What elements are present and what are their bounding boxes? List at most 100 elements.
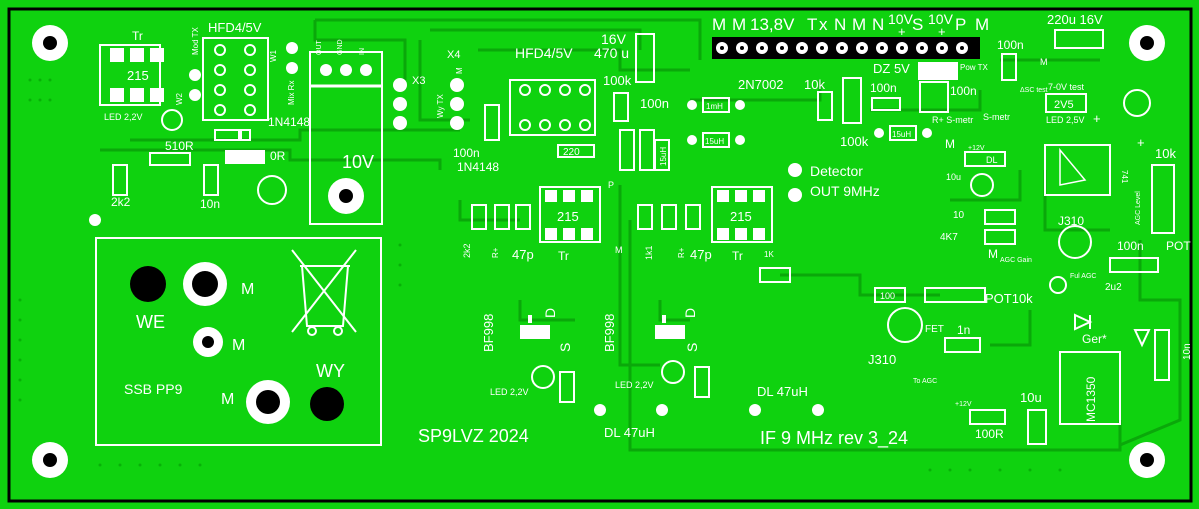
label-plus-b: + xyxy=(1137,135,1145,150)
label-bf998-a: BF998 xyxy=(481,314,496,352)
inductor-15uh-c xyxy=(874,125,932,141)
label-215-a: 215 xyxy=(557,209,579,224)
jack-we xyxy=(130,266,166,302)
label-510r: 510R xyxy=(165,139,194,153)
jack-m3-hole xyxy=(256,390,280,414)
label-7-0v-test: 7-0V test xyxy=(1048,82,1085,92)
transformer-left xyxy=(99,44,164,106)
label-agc-gain: AGC Gain xyxy=(1000,257,1032,264)
smd-10n-right xyxy=(1154,329,1170,381)
label-mc1350: MC1350 xyxy=(1084,376,1098,422)
pins-mod-tx xyxy=(189,42,298,101)
label-100n-a: 100n xyxy=(640,96,669,111)
label-mod-tx: Mod TX xyxy=(191,26,200,55)
label-100r: 100R xyxy=(975,427,1004,441)
diode-pair xyxy=(1074,313,1151,348)
label-10n-left: 10n xyxy=(200,197,220,211)
board-subtitle: IF 9 MHz rev 3_24 xyxy=(760,428,908,449)
label-dl-a: DL xyxy=(986,155,998,165)
label-dl47-a: DL 47uH xyxy=(757,384,808,399)
smd-100r xyxy=(969,409,1006,425)
label-led-left: LED 2,2V xyxy=(104,112,143,122)
label-detector: Detector xyxy=(810,163,863,179)
label-d-b: D xyxy=(682,308,698,318)
label-wy: WY xyxy=(316,361,345,381)
pad-dl-a-left xyxy=(594,404,606,416)
pad-dl-b-right xyxy=(812,404,824,416)
opamp-symbol xyxy=(1059,147,1087,186)
label-15uh-c: 15uH xyxy=(892,130,911,139)
label-10v: 10V xyxy=(342,152,374,172)
label-100n-f: 100n xyxy=(1117,239,1144,253)
inductor-15uh-a xyxy=(687,132,745,148)
smd-led-a xyxy=(559,371,575,403)
label-1n: 1n xyxy=(957,323,970,337)
label-p: P xyxy=(608,180,614,190)
test-pin-left xyxy=(89,214,101,226)
fet-j310-a xyxy=(1058,225,1092,259)
label-fet: FET xyxy=(925,324,944,335)
smd-100n-d xyxy=(871,97,901,111)
cap-2u2 xyxy=(1109,257,1159,273)
label-100n-d: 100n xyxy=(870,81,897,95)
diode-1n4148-left xyxy=(214,129,251,141)
label-mix-rx: Mix Rx xyxy=(287,81,296,105)
label-m2: M xyxy=(232,337,245,354)
label-4k7: 4K7 xyxy=(940,232,958,243)
label-m-mid: M xyxy=(945,137,955,151)
label-741: 741 xyxy=(1120,170,1129,184)
cap-100k-b xyxy=(842,77,862,124)
jumper-0r xyxy=(225,150,265,164)
label-m1: M xyxy=(241,281,254,298)
traces xyxy=(100,18,1182,452)
label-15uh-a: 15uH xyxy=(705,137,724,146)
label-1k1: 1k1 xyxy=(644,245,654,260)
pin-label-10v-b: 10V xyxy=(928,11,954,27)
testpoint-detector xyxy=(788,163,802,177)
pin-label-13v8: 13,8V xyxy=(750,15,795,34)
pin-label-10v-a: 10V xyxy=(888,11,914,27)
resistor-510r xyxy=(149,152,191,166)
led-left xyxy=(161,109,183,131)
label-tr-left: Tr xyxy=(132,29,143,43)
cap-10u-b xyxy=(1027,409,1047,445)
smd-2k2 xyxy=(112,164,128,196)
power-header xyxy=(712,37,980,59)
label-x4: X4 xyxy=(447,49,460,61)
label-10: 10 xyxy=(953,210,965,221)
cap-10u-a xyxy=(970,173,994,197)
label-ful-agc: Ful AGC xyxy=(1070,273,1096,280)
resistor-220 xyxy=(557,144,595,158)
label-m-agc: M xyxy=(988,247,998,261)
connector-x4 xyxy=(450,78,464,130)
smd-100 xyxy=(874,287,906,303)
label-2k2: 2k2 xyxy=(111,195,131,209)
pin-label-m4: M xyxy=(975,15,989,34)
pin-plus-b: + xyxy=(938,24,946,39)
label-we: WE xyxy=(136,312,165,332)
label-x3: X3 xyxy=(412,75,425,87)
smd-10k-a xyxy=(817,91,833,121)
label-100n-b: 100n xyxy=(453,146,480,160)
label-2u2: 2u2 xyxy=(1105,282,1122,293)
board-outline xyxy=(7,7,1193,503)
label-agc-level: AGC Level xyxy=(1135,191,1142,225)
label-dsc-test: ΔSC test xyxy=(1020,87,1048,94)
led-2v5 xyxy=(1123,89,1151,117)
label-d-a: D xyxy=(542,308,558,318)
inductor-1mh xyxy=(687,97,745,113)
weee-bin-icon xyxy=(291,249,357,336)
label-r-smetr: R+ S-metr xyxy=(932,115,973,125)
label-1n4148-left: 1N4148 xyxy=(268,115,310,129)
label-tr-a: Tr xyxy=(558,249,569,263)
label-r-a: R+ xyxy=(491,247,500,258)
regulator-10v xyxy=(309,51,383,225)
label-10n-right: 10n xyxy=(1182,343,1193,360)
pad-dl-a-right xyxy=(656,404,668,416)
relay-hfd-left xyxy=(202,37,269,121)
ic-mc1350 xyxy=(1059,351,1121,425)
smd-led-b xyxy=(694,366,710,398)
label-2v5: 2V5 xyxy=(1054,99,1074,111)
pad-dl-b-left xyxy=(749,404,761,416)
